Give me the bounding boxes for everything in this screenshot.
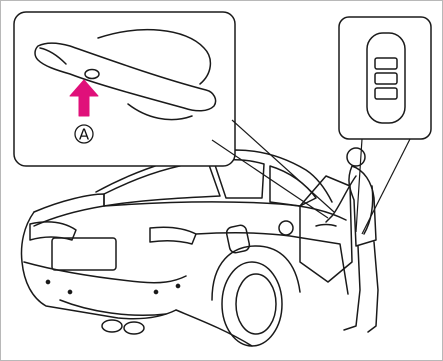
leader-line-key-fob-1 — [356, 139, 362, 232]
car-exhaust-left — [102, 320, 122, 332]
key-fob-callout-box — [339, 17, 431, 139]
car-reflector-dot — [154, 290, 157, 293]
person-leg-back — [368, 242, 378, 332]
person-head — [347, 148, 365, 166]
door-handle-callout: A — [14, 12, 235, 166]
leader-line-door-handle-1 — [212, 140, 328, 218]
car-exhaust-right — [124, 322, 144, 334]
car-reflector-dot — [176, 284, 179, 287]
leader-line-key-fob-2 — [362, 139, 410, 234]
key-fob-callout — [339, 17, 431, 139]
car-diffuser — [60, 300, 166, 315]
car-reflector-dot — [46, 280, 49, 283]
car-rear-window — [104, 162, 220, 206]
car-wheel-arch — [212, 246, 300, 300]
car-door-handle — [316, 225, 336, 227]
car-tail-lamp-right — [150, 227, 196, 244]
car-trunk — [34, 194, 104, 226]
car-side-mirror — [279, 221, 293, 235]
car-belt-line — [104, 202, 346, 220]
car-rear-quarter-icon — [22, 150, 353, 346]
callout-label: A — [79, 126, 90, 144]
car-bumper — [24, 262, 186, 283]
car-ground-line — [176, 310, 252, 346]
car-rear-wheel-rim — [236, 274, 276, 334]
car-reflector-dot — [68, 290, 71, 293]
car-license-plate — [52, 238, 116, 270]
